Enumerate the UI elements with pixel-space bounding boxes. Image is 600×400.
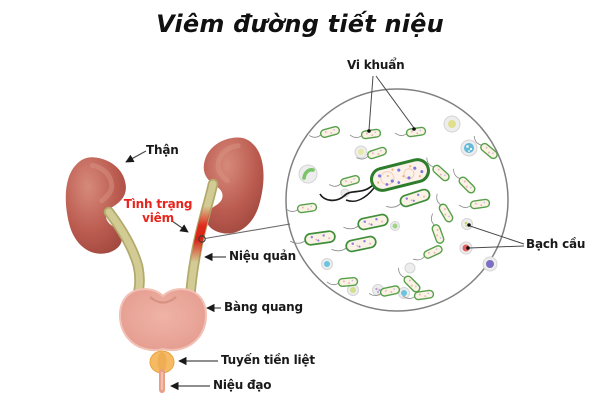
kidney-label: Thận — [146, 143, 179, 157]
label-arrows — [125, 150, 226, 391]
leukocyte-label: Bạch cầu — [526, 237, 586, 251]
inflammation-label: Tình trạng viêm — [123, 197, 193, 226]
white-blood-cells — [298, 115, 498, 299]
bacteria-pointer-dot — [367, 129, 371, 133]
prostate — [149, 350, 175, 374]
leukocyte-pointer-dot — [466, 246, 470, 250]
leukocyte-pointer-dot — [467, 223, 471, 227]
left-kidney — [65, 157, 126, 254]
right-kidney — [203, 137, 264, 234]
microscope-circle-outline — [285, 88, 509, 312]
microscope-circle — [284, 75, 525, 312]
flagella — [319, 183, 375, 202]
bacteria-label: Vi khuẩn — [347, 58, 405, 72]
ureter-label: Niệu quản — [229, 249, 296, 263]
urethra-label: Niệu đạo — [213, 378, 272, 392]
inflamed-ureter-segment — [188, 191, 215, 279]
bladder-label: Bàng quang — [224, 300, 303, 314]
kidney-arrow — [125, 150, 147, 163]
urinary-tract-anatomy — [65, 137, 264, 393]
bacteria-pointer-lines — [368, 75, 415, 131]
bladder — [119, 288, 207, 352]
magnified-spot-ring — [198, 235, 206, 243]
prostate-label: Tuyến tiền liệt — [221, 353, 315, 367]
leukocyte-pointer-lines — [468, 225, 525, 249]
bacteria-pointer-dot — [412, 127, 416, 131]
page-title: Viêm đường tiết niệu — [156, 10, 444, 38]
inflammation-arrow — [171, 220, 189, 233]
right-ureter — [184, 178, 219, 306]
flagella — [345, 187, 375, 202]
magnifier-connector — [198, 223, 291, 243]
large-bacterium — [319, 158, 430, 202]
